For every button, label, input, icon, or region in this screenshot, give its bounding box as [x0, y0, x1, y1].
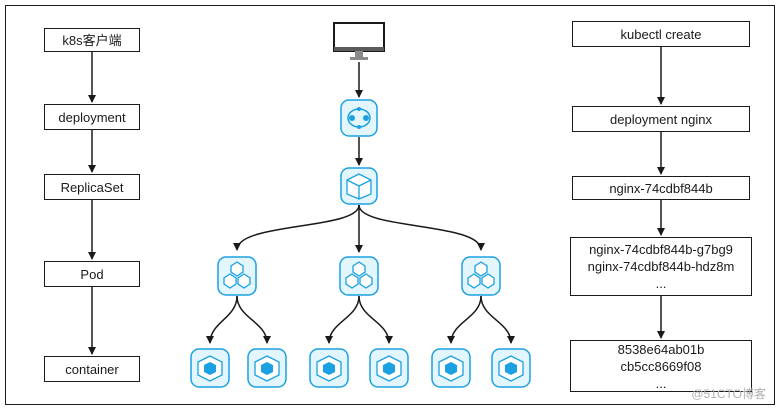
branch-pod3-to-container — [480, 295, 515, 344]
replicaset-nginx-box: nginx-74cdbf844b — [572, 176, 750, 200]
container-label: container — [65, 361, 119, 377]
branch-pod1-to-container — [236, 295, 271, 344]
pods-nginx-box: nginx-74cdbf844b-g7bg9 nginx-74cdbf844b-… — [570, 237, 752, 296]
container-icon — [247, 348, 287, 388]
container-icon — [431, 348, 471, 388]
kubectl-create-label: kubectl create — [620, 26, 702, 42]
pod-ellipsis: ... — [655, 276, 667, 291]
branch-pod2-to-container — [325, 295, 360, 344]
monitor-icon — [333, 22, 385, 60]
container-ellipsis: ... — [655, 375, 667, 391]
container-id: 8538e64ab01b — [617, 341, 705, 357]
pod-name: nginx-74cdbf844b-hdz8m — [587, 259, 735, 274]
replicaset-label: ReplicaSet — [60, 179, 124, 195]
k8s-client-box: k8s客户端 — [44, 28, 140, 52]
branch-pod2-to-container — [358, 295, 393, 344]
k8s-client-label: k8s客户端 — [62, 32, 122, 48]
deployment-label: deployment — [58, 109, 126, 125]
replicaset-icon — [340, 167, 378, 205]
pod-name: nginx-74cdbf844b-g7bg9 — [589, 242, 733, 257]
container-icon — [491, 348, 531, 388]
watermark: @51CTO博客 — [691, 387, 766, 401]
pod-icon — [217, 256, 257, 296]
pod-box: Pod — [44, 261, 140, 287]
container-icon — [309, 348, 349, 388]
replicaset-nginx-label: nginx-74cdbf844b — [609, 180, 713, 196]
branch-pod1-to-container — [206, 295, 238, 344]
pod-icon — [461, 256, 501, 296]
deployment-nginx-box: deployment nginx — [572, 106, 750, 132]
branch-replicaset-to-pod-3 — [358, 204, 485, 251]
deployment-icon — [340, 99, 378, 137]
containers-nginx-box: 8538e64ab01b cb5cc8669f08 ... — [570, 340, 752, 392]
branch-replicaset-to-pod-1 — [233, 204, 360, 251]
pod-icon — [339, 256, 379, 296]
container-id: cb5cc8669f08 — [620, 358, 702, 374]
container-icon — [190, 348, 230, 388]
container-icon — [369, 348, 409, 388]
branch-pod3-to-container — [447, 295, 482, 344]
pod-label: Pod — [80, 266, 104, 282]
container-box: container — [44, 356, 140, 382]
kubectl-create-box: kubectl create — [572, 21, 750, 47]
deployment-nginx-label: deployment nginx — [610, 111, 712, 127]
replicaset-box: ReplicaSet — [44, 174, 140, 200]
deployment-box: deployment — [44, 104, 140, 130]
